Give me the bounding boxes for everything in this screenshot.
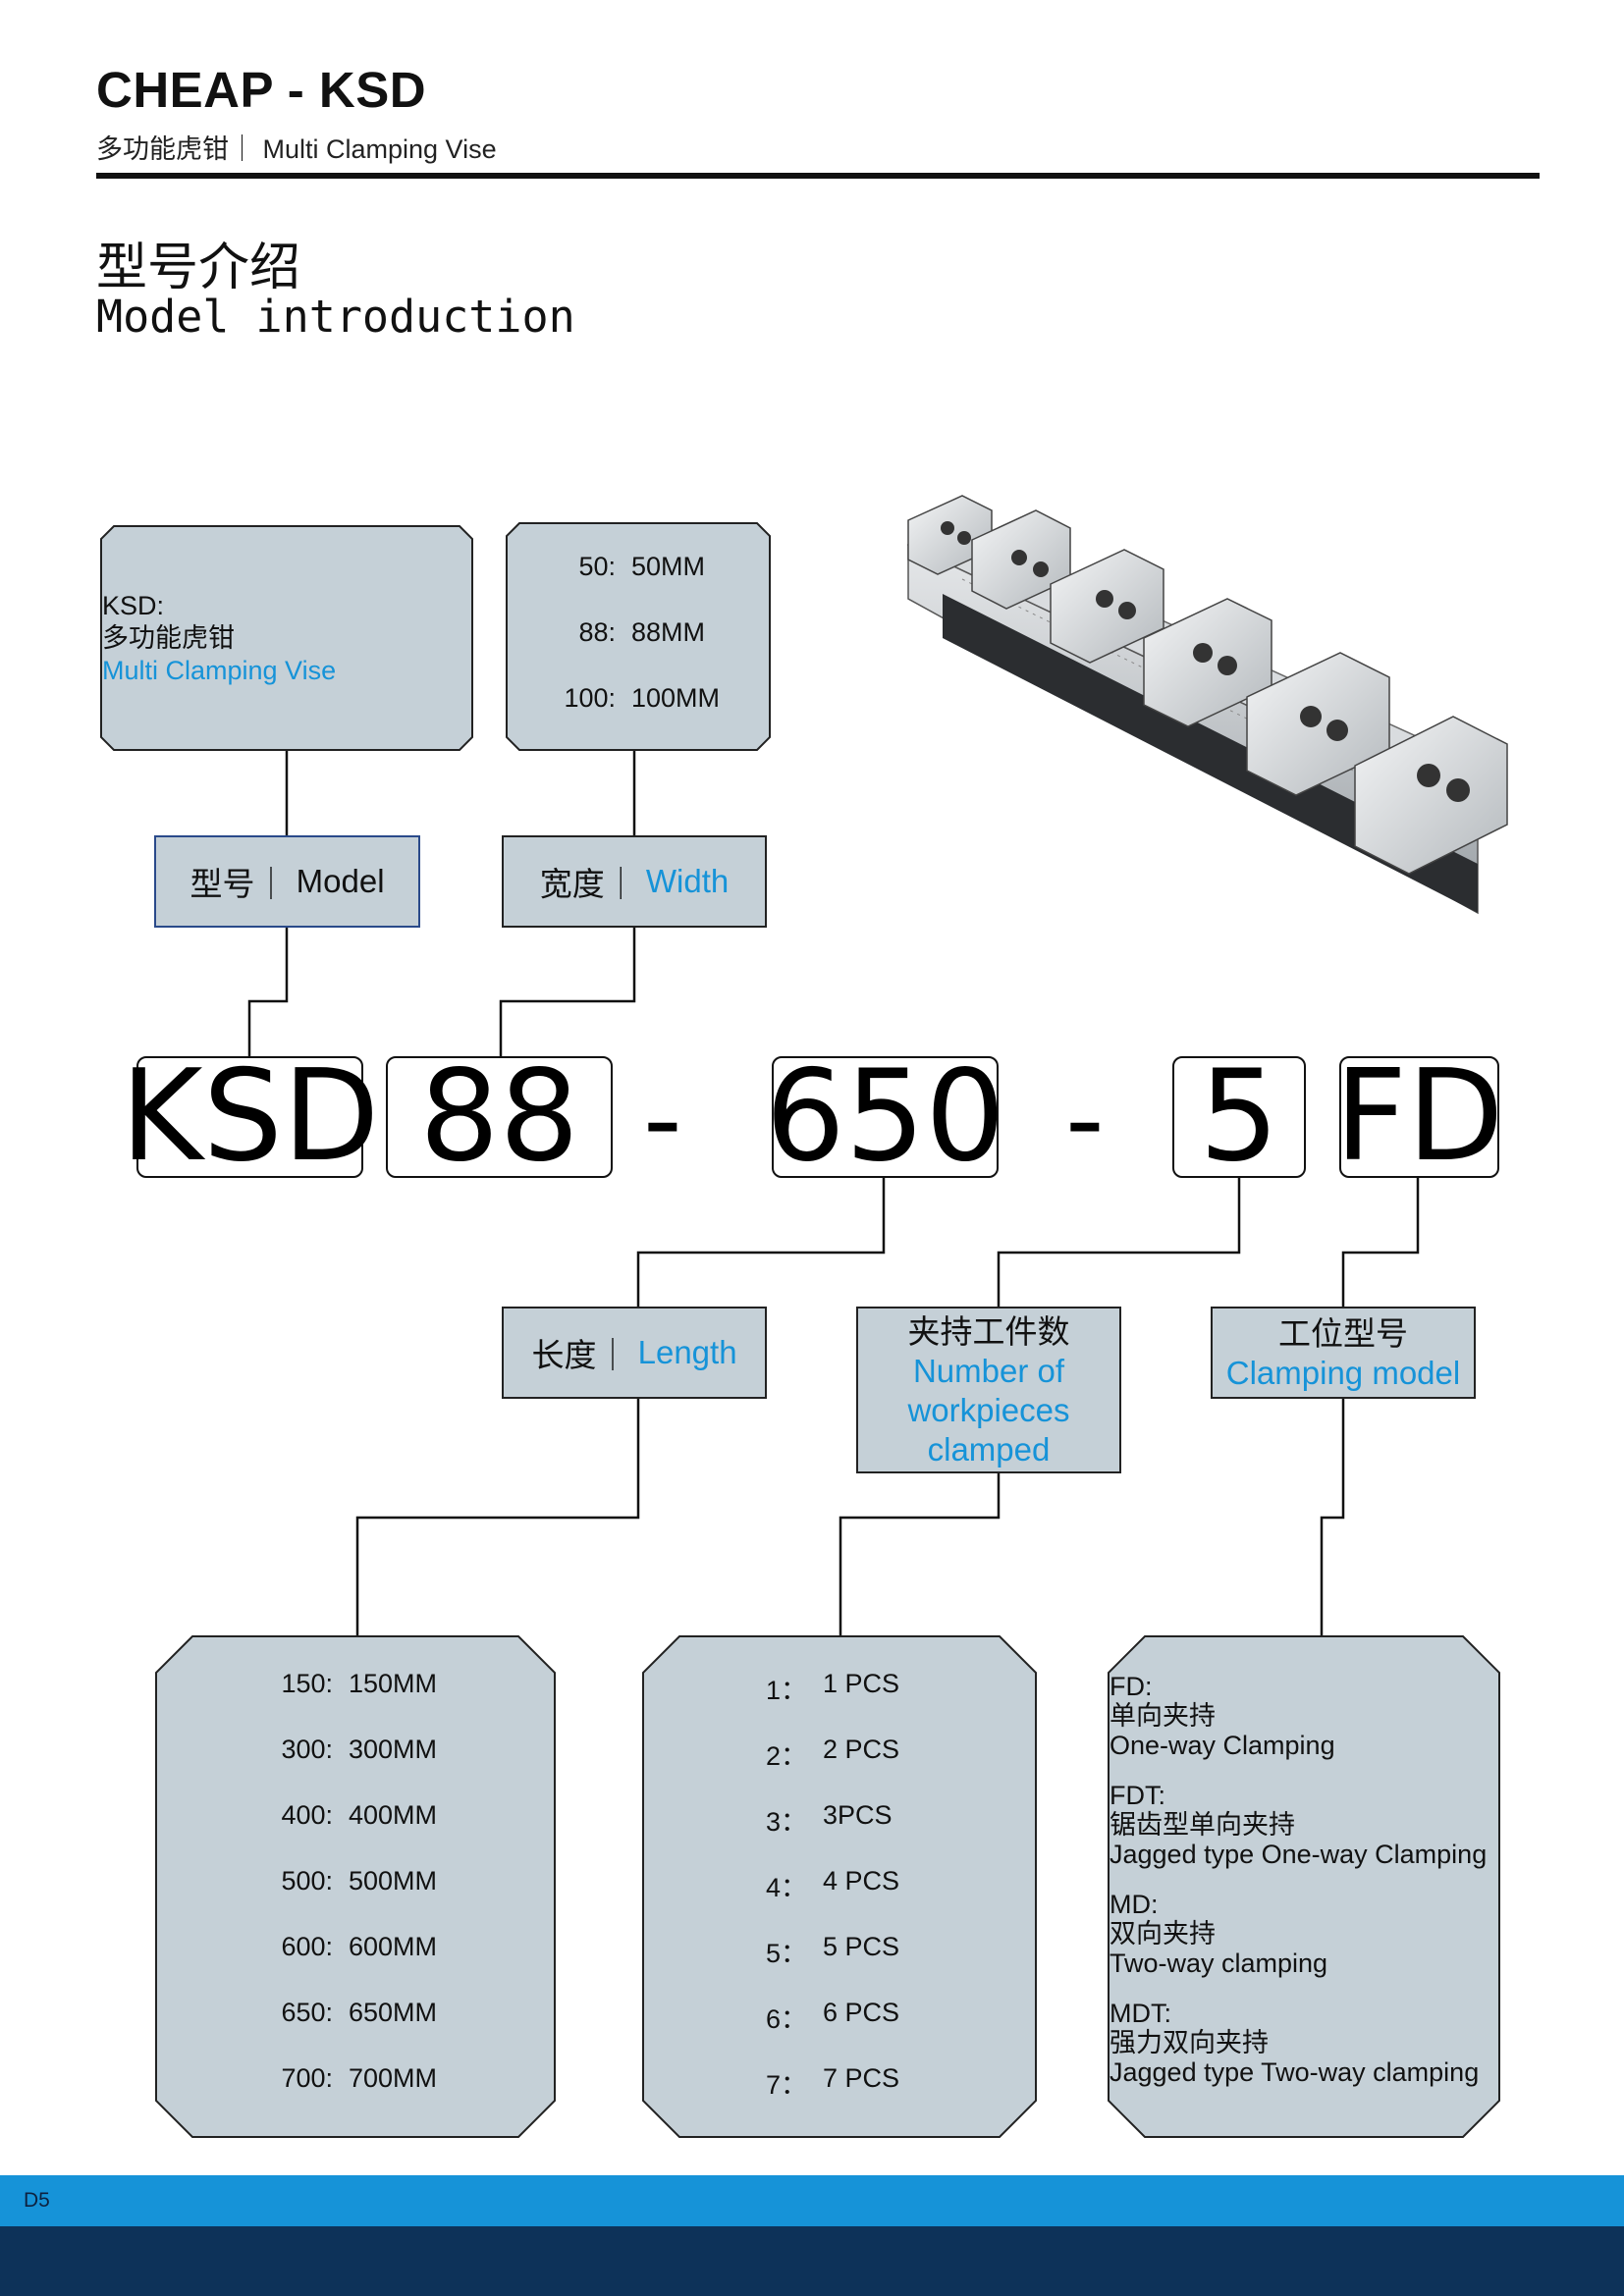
count-option: 2：2 PCS [765,1735,900,1771]
clamp-type-item: FD: 单向夹持 One-way Clamping [1110,1672,1335,1760]
length-option: 650:650MM [281,1998,438,2027]
label-model: 型号｜ Model [154,835,420,928]
label-width: 宽度｜ Width [502,835,767,928]
brand-title: CHEAP - KSD [96,62,427,118]
clamp-type-item: FDT: 锯齿型单向夹持 Jagged type One-way Clampin… [1110,1781,1488,1869]
model-name-cn: 多功能虎钳 [102,623,235,653]
code-width: 88 [386,1054,613,1180]
length-option: 700:700MM [281,2063,438,2093]
page-number: D5 [24,2189,50,2212]
count-option: 1：1 PCS [765,1669,900,1705]
clamp-type-item: MDT: 强力双向夹持 Jagged type Two-way clamping [1110,1999,1480,2087]
multi-clamping-vise-image [903,481,1512,923]
code-type: FD [1334,1043,1504,1190]
label-length: 长度｜ Length [502,1307,767,1399]
code-dash-1: - [643,1056,682,1182]
footer-band-dark [0,2226,1624,2296]
code-dash-2: - [1065,1056,1105,1182]
count-option: 4：4 PCS [765,1866,900,1902]
model-name-en: Multi Clamping Vise [102,656,337,685]
footer-band-light [0,2175,1624,2226]
count-option: 6：6 PCS [765,1998,900,2034]
length-option: 400:400MM [281,1800,438,1830]
count-option: 5：5 PCS [765,1932,900,1968]
count-option: 7：7 PCS [765,2063,900,2100]
length-option: 600:600MM [281,1932,438,1961]
model-code: KSD: [102,591,165,620]
header-rule [96,173,1540,179]
length-option: 500:500MM [281,1866,438,1896]
length-option: 300:300MM [281,1735,438,1764]
label-clamping-model: 工位型号 Clamping model [1211,1307,1476,1399]
section-title-en: Model introduction [96,291,575,343]
width-option: 88:88MM [578,617,706,647]
code-count: 5 [1172,1054,1306,1180]
model-description-box: KSD: 多功能虎钳 Multi Clamping Vise [100,525,473,751]
length-options-box: 150:150MM 300:300MM 400:400MM 500:500MM … [155,1635,556,2138]
label-workpiece-count: 夹持工件数 Number of workpieces clamped [856,1307,1121,1473]
count-options-box: 1：1 PCS 2：2 PCS 3：3PCS 4：4 PCS 5：5 PCS 6… [642,1635,1037,2138]
code-model: KSD [120,1043,380,1190]
clamp-types-box: FD: 单向夹持 One-way Clamping FDT: 锯齿型单向夹持 J… [1108,1635,1500,2138]
clamp-type-item: MD: 双向夹持 Two-way clamping [1110,1890,1328,1978]
width-options-box: 50:50MM 88:88MM 100:100MM [506,522,771,751]
width-option: 100:100MM [564,683,721,713]
section-title-cn: 型号介绍 [96,239,301,297]
code-length: 650 [765,1043,1005,1190]
width-option: 50:50MM [578,552,706,581]
brand-subtitle: 多功能虎钳｜ Multi Clamping Vise [96,134,497,164]
count-option: 3：3PCS [765,1800,893,1837]
length-option: 150:150MM [281,1669,438,1698]
